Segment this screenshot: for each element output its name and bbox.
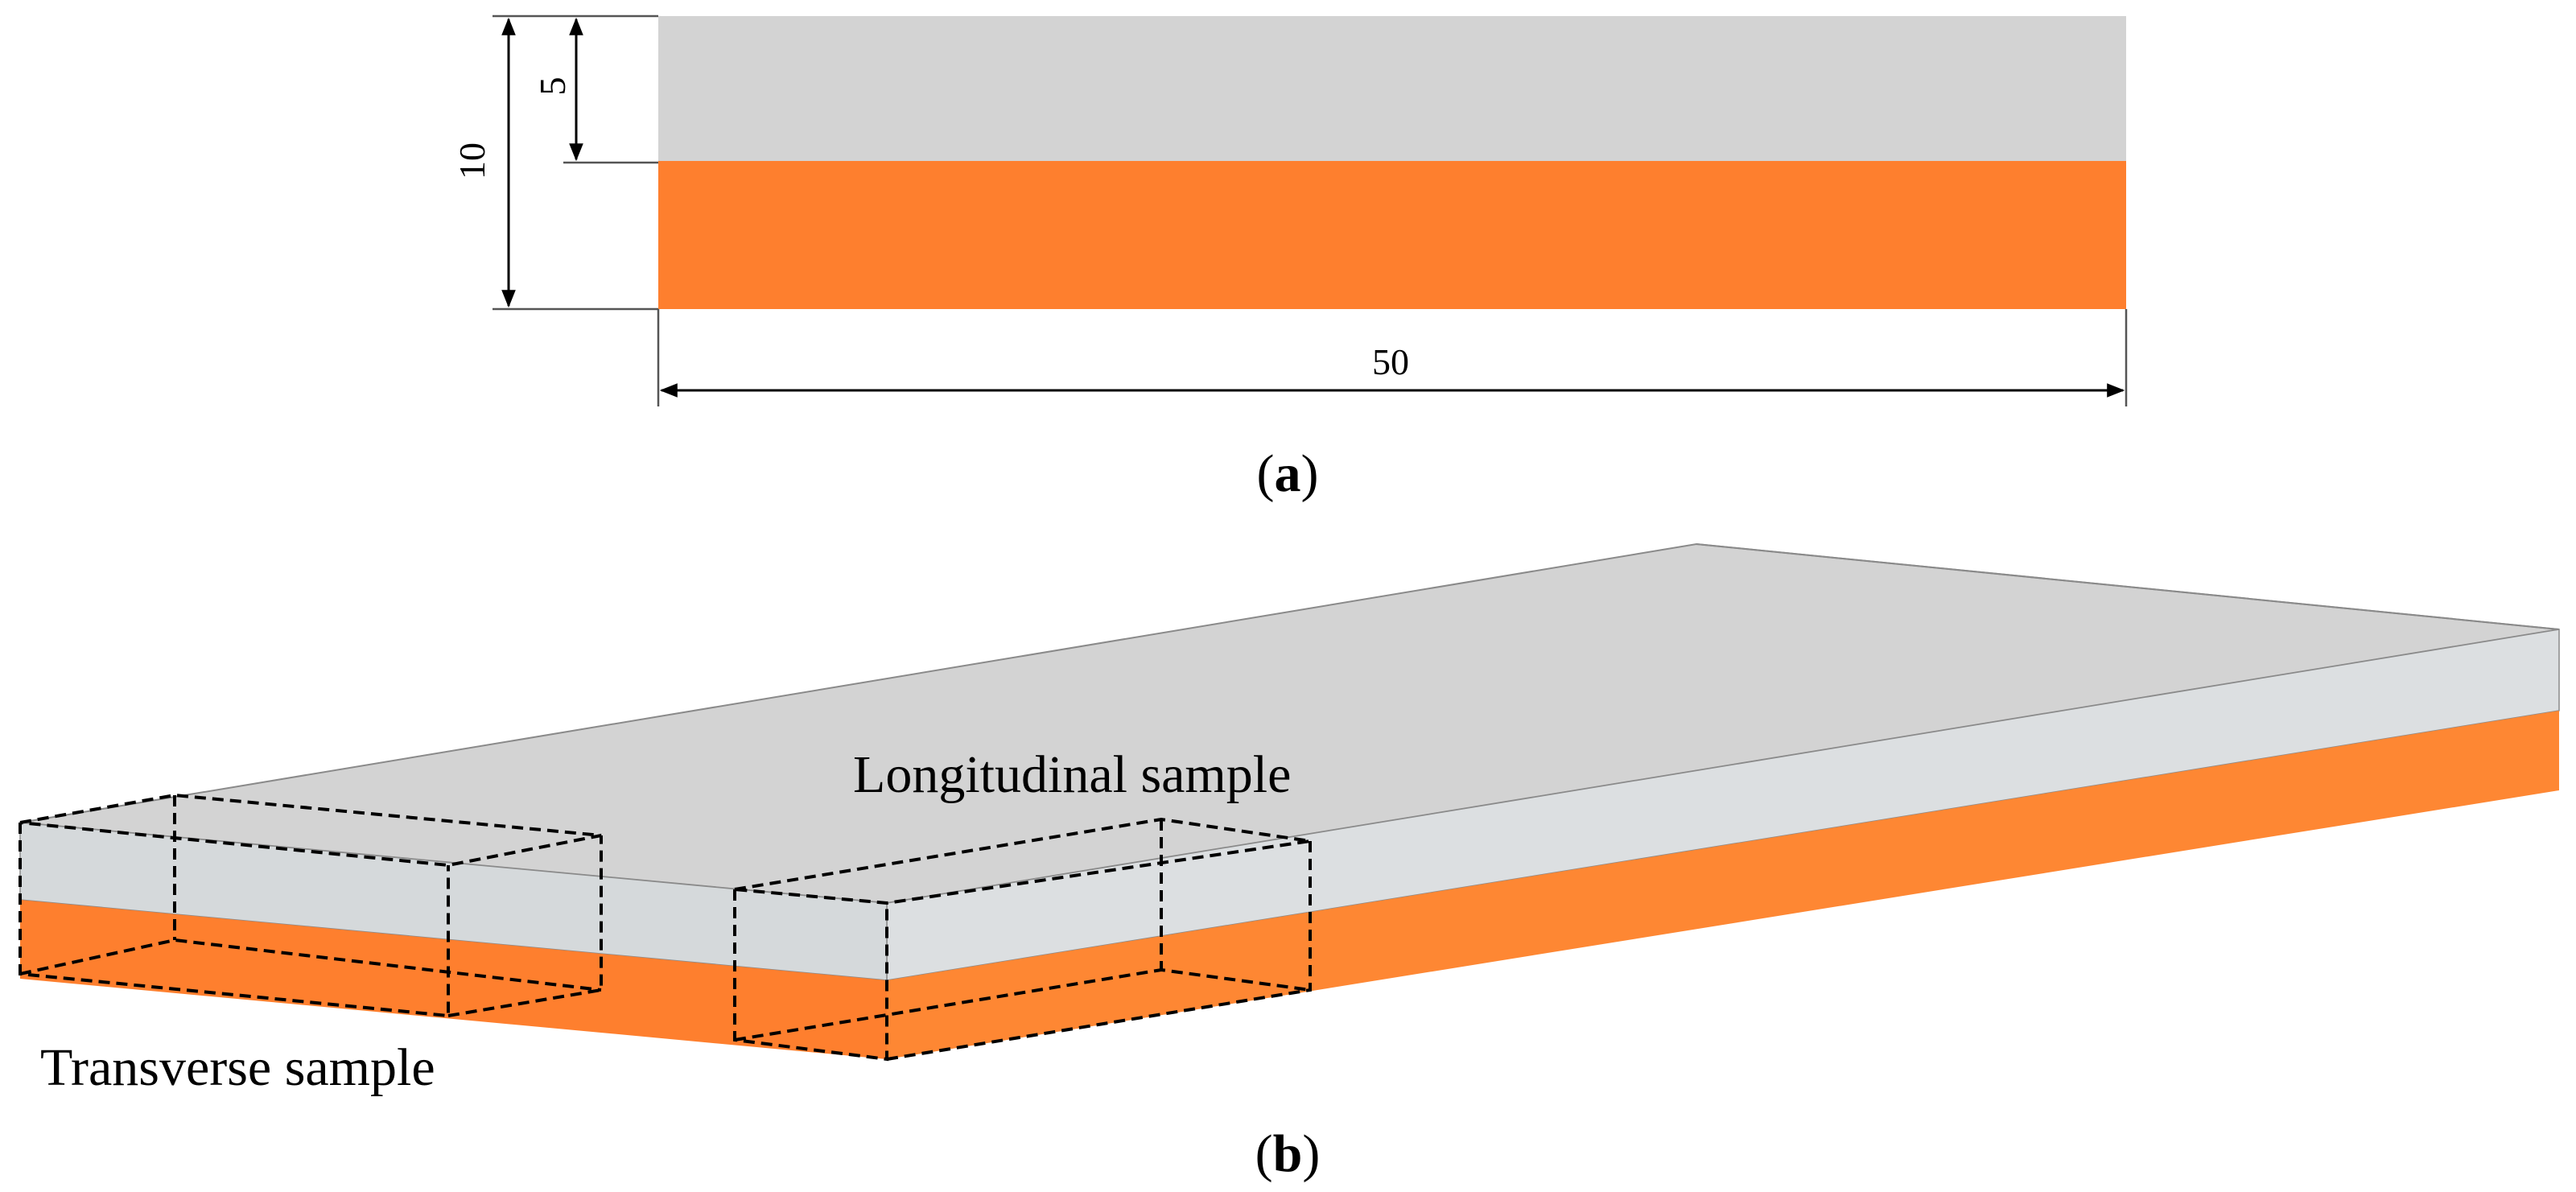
plate-top-edge-line (1696, 543, 2560, 630)
plate-front-face-bottom-layer (20, 900, 887, 1059)
bottom-layer-section (658, 161, 2126, 309)
longitudinal-sample-box (733, 817, 1312, 1062)
dimension-total-thickness: 10 (451, 142, 493, 179)
longitudinal-sample-label: Longitudinal sample (853, 745, 1291, 804)
top-layer-section (658, 16, 2126, 163)
transverse-sample-box (19, 793, 603, 1018)
panel-a-caption: (a) (1257, 444, 1319, 503)
panel-a-letter: a (1275, 444, 1301, 503)
dimension-length: 50 (1372, 341, 1409, 382)
panel-b-plate-3d: Longitudinal sample Transverse sample (b… (19, 542, 2560, 1183)
transverse-sample-label: Transverse sample (40, 1038, 435, 1097)
panel-b-caption: (b) (1255, 1124, 1321, 1183)
panel-b-letter: b (1273, 1124, 1303, 1183)
plate-side-face-bottom-layer (887, 711, 2559, 1059)
dimension-layer-thickness: 5 (532, 77, 573, 96)
panel-a-cross-section: 10 5 50 (a) (451, 14, 2128, 503)
